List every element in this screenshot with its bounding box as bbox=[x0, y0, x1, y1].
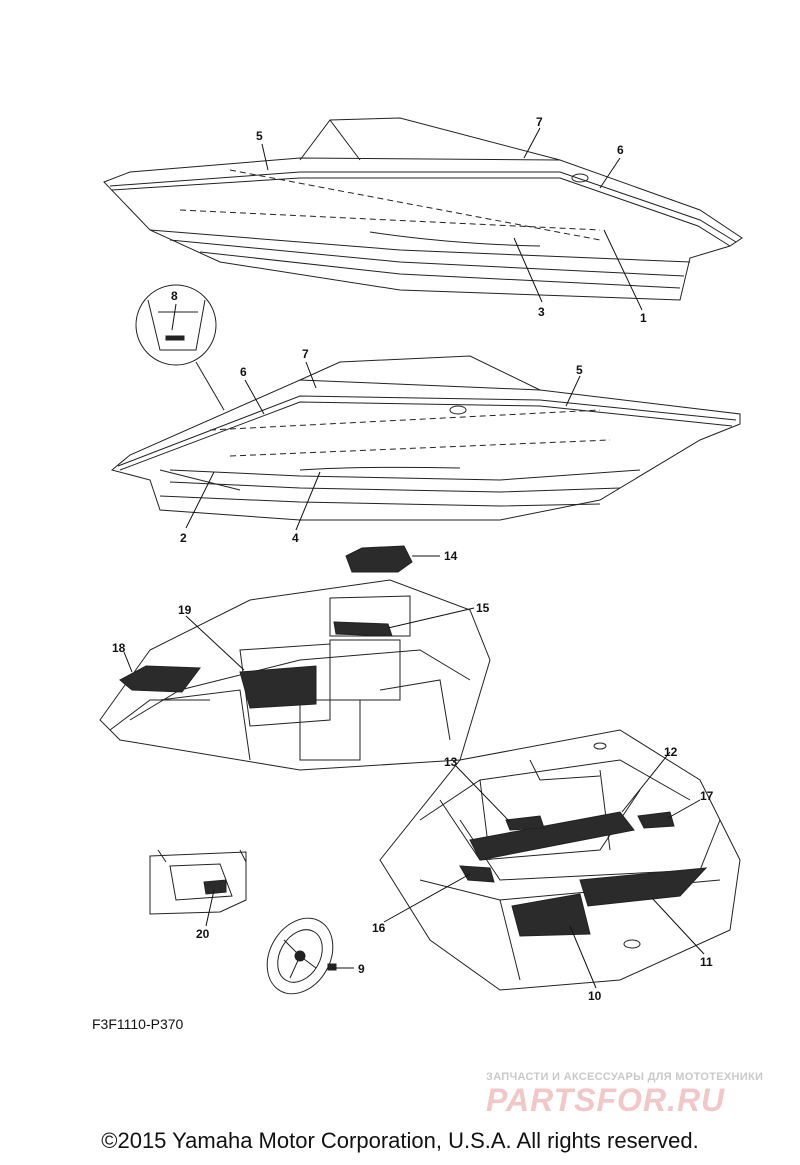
mat-12 bbox=[469, 811, 635, 861]
console-part-20 bbox=[149, 849, 247, 915]
mat-16 bbox=[459, 865, 495, 883]
mat-17 bbox=[637, 811, 675, 829]
callout-8: 8 bbox=[171, 289, 178, 303]
callout-numbers: 5 7 6 3 1 8 7 6 5 2 4 14 15 19 18 12 13 … bbox=[112, 115, 714, 1003]
callout-4: 4 bbox=[292, 531, 299, 545]
cockpit-bow-view bbox=[99, 579, 491, 771]
boat-side-view-top bbox=[103, 117, 743, 301]
callout-5: 5 bbox=[256, 129, 263, 143]
copyright-notice: ©2015 Yamaha Motor Corporation, U.S.A. A… bbox=[101, 1128, 699, 1153]
leader-lines bbox=[123, 127, 705, 989]
callout-19: 19 bbox=[178, 603, 192, 617]
mat-20 bbox=[203, 879, 227, 895]
callout-5: 5 bbox=[576, 363, 583, 377]
mat-18 bbox=[119, 665, 201, 693]
callout-15: 15 bbox=[476, 601, 490, 615]
mat-14 bbox=[345, 545, 413, 573]
mat-11 bbox=[579, 867, 708, 907]
mat-10 bbox=[511, 893, 591, 937]
mat-13 bbox=[505, 815, 545, 831]
rear-deck-view bbox=[379, 729, 741, 991]
callout-18: 18 bbox=[112, 641, 126, 655]
steering-wheel-part-9 bbox=[266, 917, 337, 995]
callout-16: 16 bbox=[372, 921, 386, 935]
callout-17: 17 bbox=[700, 789, 714, 803]
callout-9: 9 bbox=[358, 962, 365, 976]
callout-13: 13 bbox=[444, 755, 458, 769]
detail-circle-transom bbox=[135, 284, 225, 411]
callout-6: 6 bbox=[617, 143, 624, 157]
mat-15 bbox=[333, 621, 393, 637]
watermark-brand: PARTSFOR.RU bbox=[486, 1082, 726, 1118]
callout-11: 11 bbox=[700, 955, 713, 969]
callout-1: 1 bbox=[640, 311, 647, 325]
callout-20: 20 bbox=[196, 927, 210, 941]
callout-7: 7 bbox=[536, 115, 543, 129]
callout-7: 7 bbox=[302, 347, 309, 361]
diagram-code: F3F1110-P370 bbox=[92, 1016, 184, 1032]
callout-14: 14 bbox=[444, 549, 458, 563]
callout-2: 2 bbox=[180, 531, 187, 545]
callout-10: 10 bbox=[588, 989, 602, 1003]
boat-side-view-bottom bbox=[110, 355, 741, 521]
watermark: ЗАПЧАСТИ И АКСЕССУАРЫ ДЛЯ МОТОТЕХНИКИ PA… bbox=[486, 1071, 786, 1117]
mat-19 bbox=[239, 665, 317, 709]
callout-3: 3 bbox=[538, 305, 545, 319]
callout-6: 6 bbox=[240, 365, 247, 379]
watermark-tagline: ЗАПЧАСТИ И АКСЕССУАРЫ ДЛЯ МОТОТЕХНИКИ bbox=[486, 1071, 764, 1083]
callout-12: 12 bbox=[664, 745, 678, 759]
